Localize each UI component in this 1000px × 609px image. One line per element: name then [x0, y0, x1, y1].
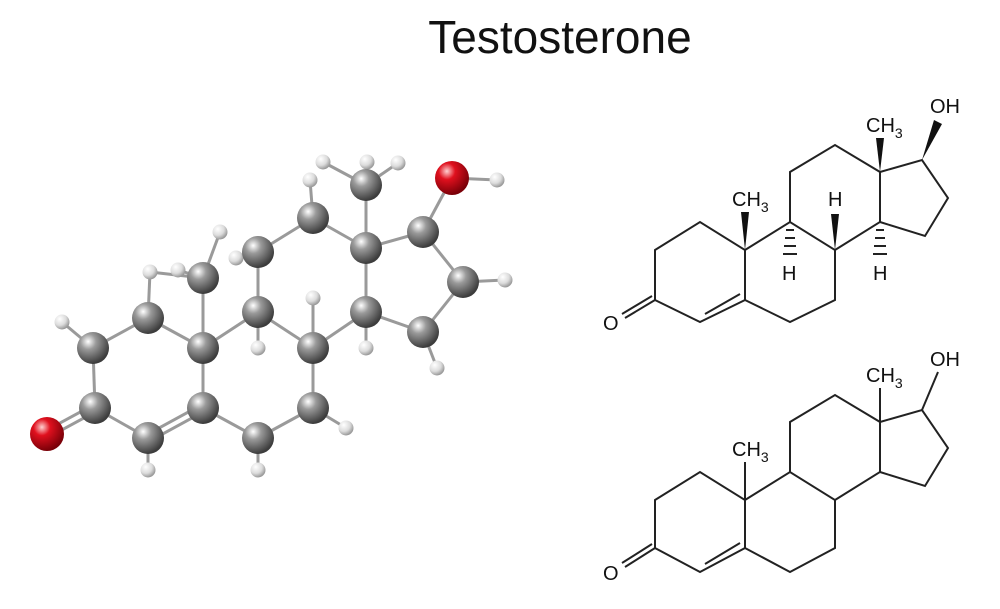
hydrogen-atom [390, 155, 406, 171]
carbon-atom [297, 332, 329, 364]
hydroxyl-label: OH [930, 96, 960, 118]
hydrogen-label-c14: H [873, 263, 887, 285]
hydrogen-atom [54, 314, 70, 330]
methyl-wedge-c13 [876, 138, 884, 172]
hydrogen-atom [315, 154, 331, 170]
hydroxyl-label-plain: OH [930, 349, 960, 371]
hash-bond-c9 [783, 229, 797, 255]
carbon-atom [447, 266, 479, 298]
skeletal-formula-stereo: O CH3 CH3 OH H H H [603, 96, 960, 335]
wedge-c8 [831, 214, 839, 250]
carbon-atom [77, 332, 109, 364]
oxygen-atom [435, 161, 469, 195]
ring-a-bonds-plain [621, 470, 746, 574]
hydrogen-atom [429, 360, 445, 376]
carbon-atom [79, 392, 111, 424]
hydroxyl-wedge [922, 120, 942, 160]
hydrogen-atom [212, 224, 228, 240]
hydrogen-atom [142, 264, 158, 280]
methyl-label-c13-plain: CH3 [866, 365, 903, 391]
hydrogen-atom [228, 250, 244, 266]
hydrogen-label-c8: H [828, 189, 842, 211]
hydrogen-label-c9: H [782, 263, 796, 285]
oxygen-label-plain: O [603, 563, 619, 585]
hash-bond-c14 [873, 229, 887, 255]
carbon-atom [187, 332, 219, 364]
ring-b-bonds-plain [744, 470, 836, 574]
carbon-atom [297, 202, 329, 234]
ring-c-bonds [789, 143, 881, 251]
ring-a-bonds [621, 220, 746, 324]
hydrogen-atom [305, 290, 321, 306]
ring-c-bonds-plain [789, 393, 881, 501]
skeletal-formula-plain: O CH3 CH3 OH [603, 349, 960, 585]
ring-b-bonds [744, 220, 836, 324]
carbon-atom [297, 392, 329, 424]
carbon-atom [407, 316, 439, 348]
hydrogen-atom [497, 272, 513, 288]
hydrogen-atom [489, 172, 505, 188]
hydrogen-atom [359, 154, 375, 170]
hydrogen-atom [302, 172, 318, 188]
methyl-label-c13: CH3 [866, 115, 903, 141]
oxygen-atom [30, 417, 64, 451]
hydrogen-atom [170, 262, 186, 278]
page-title: Testosterone [428, 11, 692, 63]
carbon-atom [350, 296, 382, 328]
ring-d-bonds-plain [879, 408, 950, 488]
hydrogen-atom [338, 420, 354, 436]
methyl-label-c10: CH3 [732, 189, 769, 215]
carbon-atom [242, 236, 274, 268]
methyl-wedge-c10 [741, 212, 749, 250]
carbon-atom [132, 302, 164, 334]
carbon-atom [407, 216, 439, 248]
hydrogen-atom [140, 462, 156, 478]
carbon-atom [242, 422, 274, 454]
carbon-atom [187, 262, 219, 294]
carbon-atom [350, 232, 382, 264]
hydroxyl-bond-plain [921, 371, 939, 411]
carbon-atom [187, 392, 219, 424]
hydrogen-atom [250, 340, 266, 356]
hydrogen-atom [358, 340, 374, 356]
carbon-atom [132, 422, 164, 454]
oxygen-label: O [603, 313, 619, 335]
ring-d-bonds [879, 158, 950, 238]
methyl-label-c10-plain: CH3 [732, 439, 769, 465]
ball-and-stick-model [30, 154, 513, 478]
hydrogen-atom [250, 462, 266, 478]
carbon-atom [350, 169, 382, 201]
carbon-atom [242, 296, 274, 328]
